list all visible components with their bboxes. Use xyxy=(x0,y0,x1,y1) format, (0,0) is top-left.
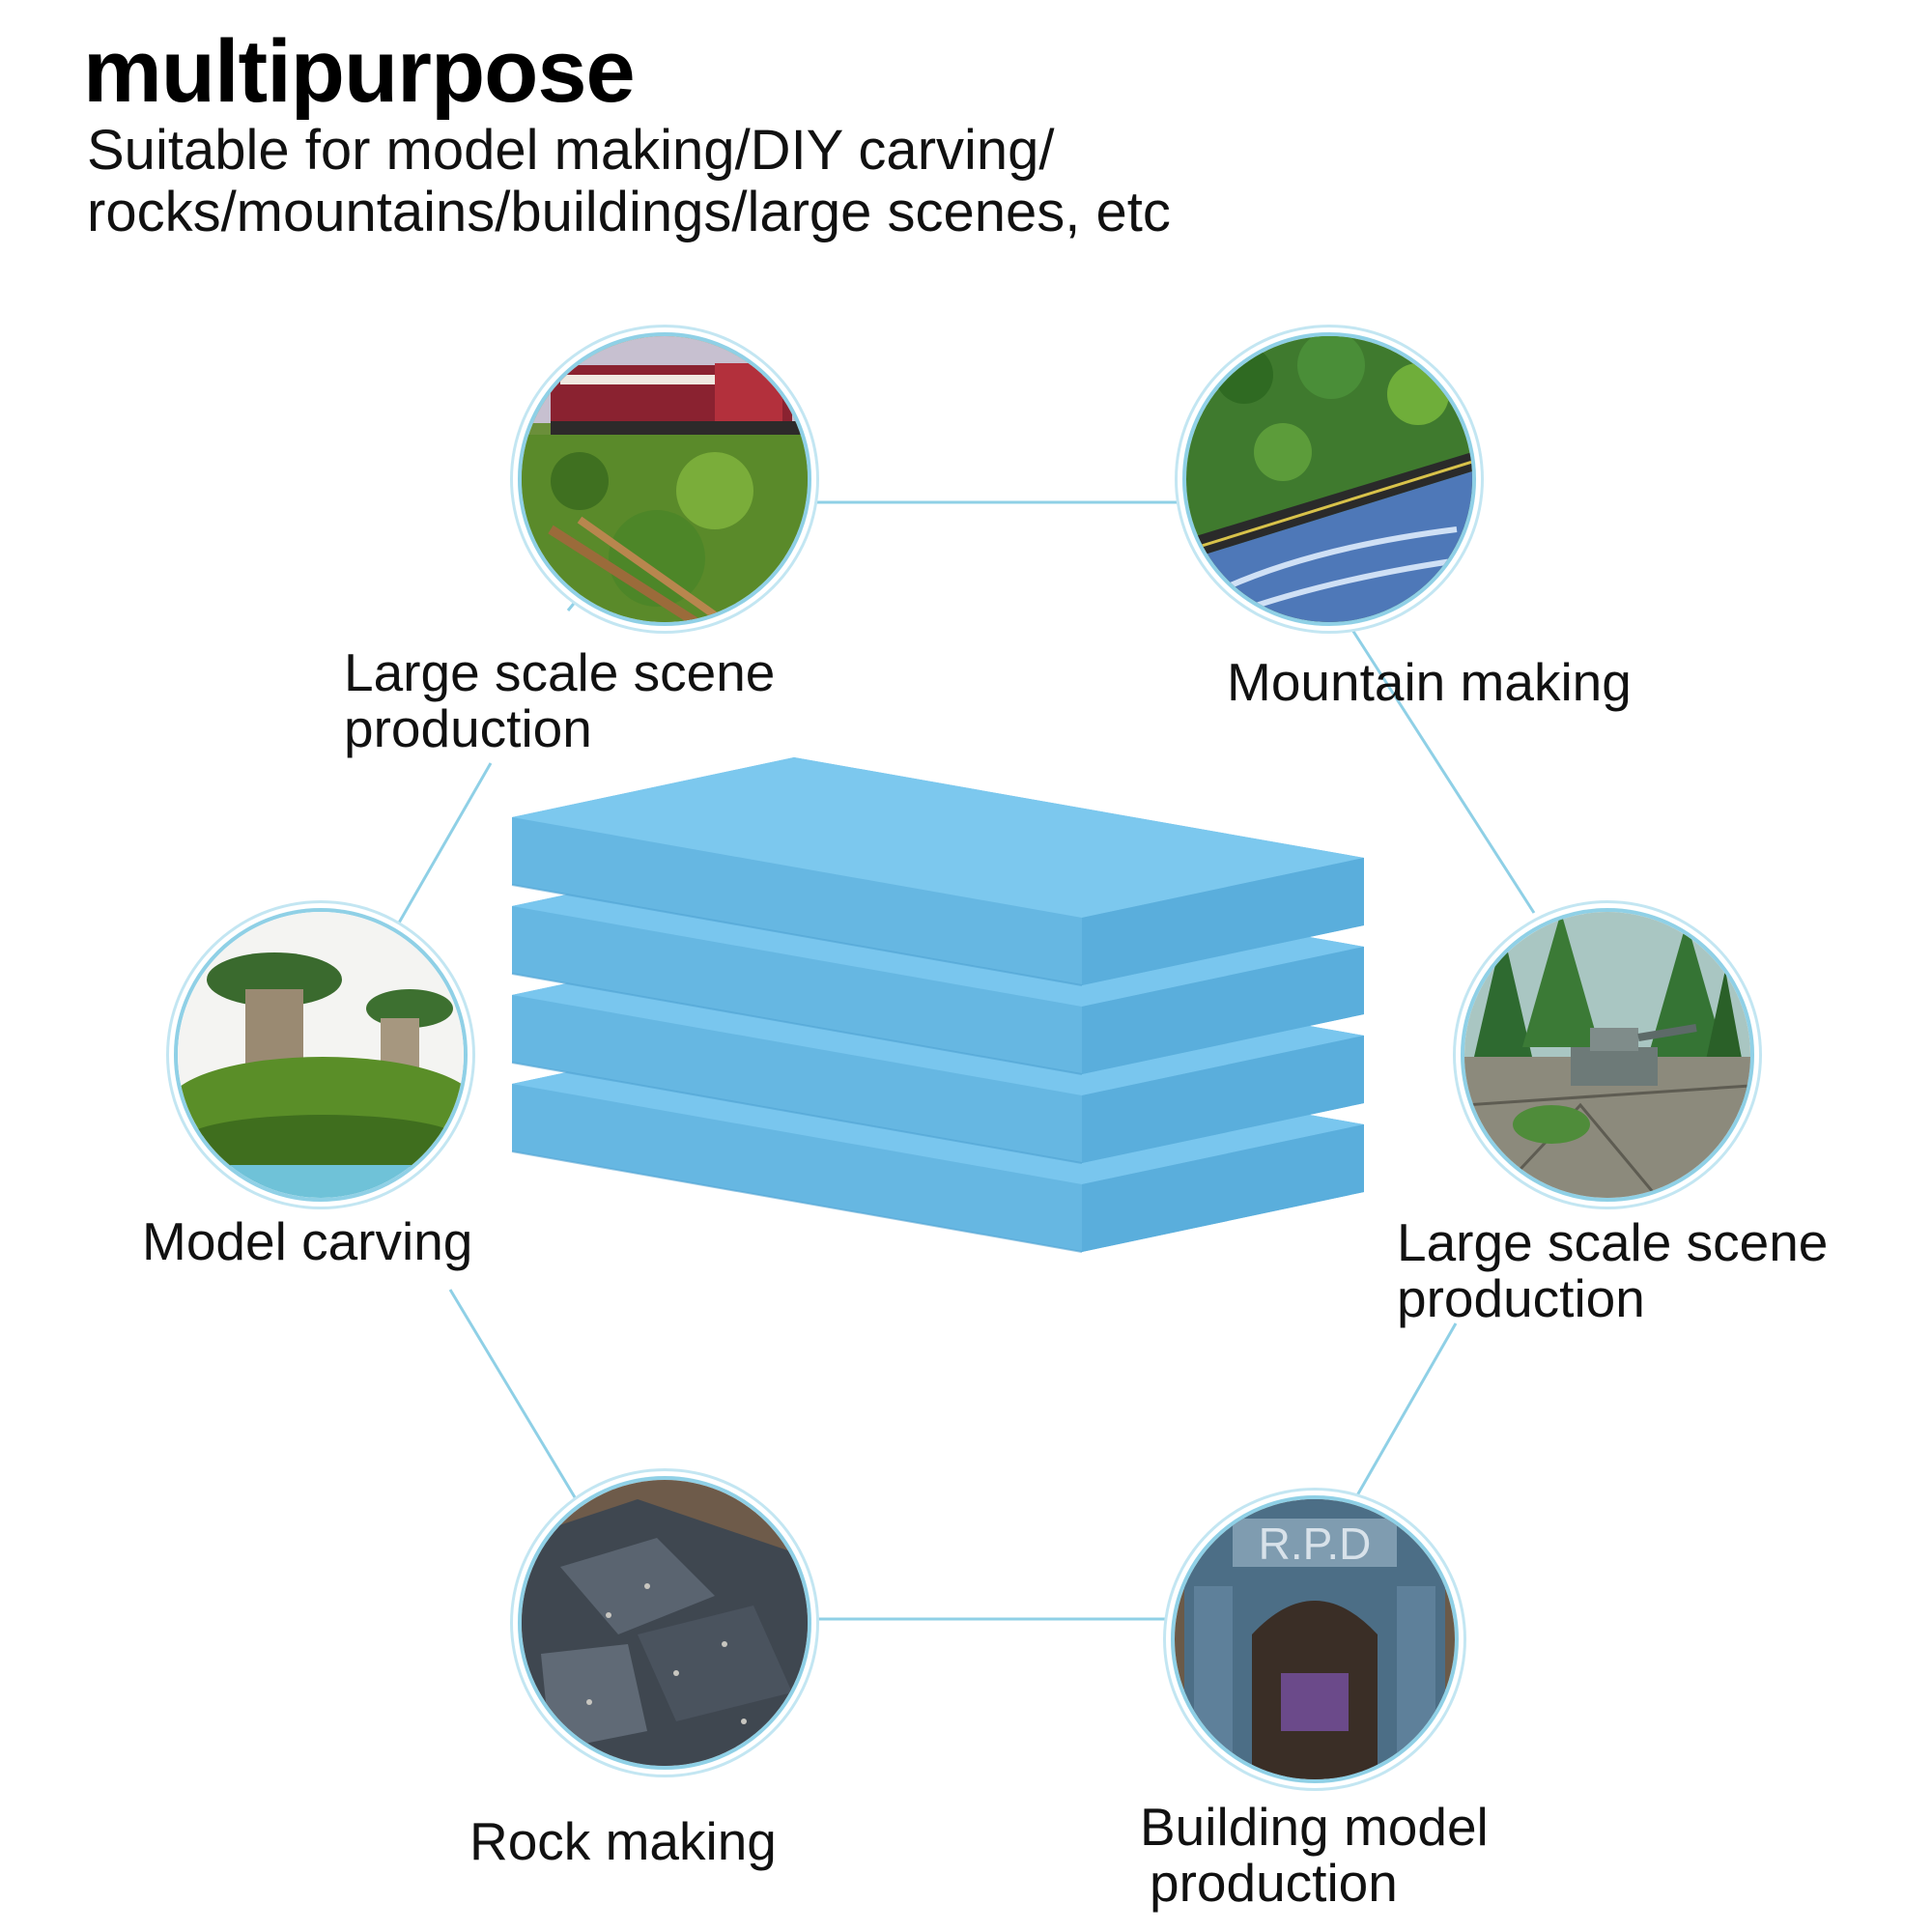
label-model-carving: Model carving xyxy=(142,1213,472,1269)
bonsai-rock-carving-photo xyxy=(174,908,468,1202)
tank-forest-diorama-photo xyxy=(1461,908,1754,1202)
label-line-1: Model carving xyxy=(142,1211,473,1271)
train-diorama-photo xyxy=(518,332,811,626)
label-line-1: Large scale scene xyxy=(344,642,776,702)
label-line-2: production xyxy=(344,698,592,758)
label-large-scale-scene-1: Large scale scene production xyxy=(344,644,775,756)
label-mountain-making: Mountain making xyxy=(1227,654,1632,710)
rock-terrain-photo xyxy=(518,1476,811,1770)
label-line-1: Large scale scene xyxy=(1397,1212,1829,1272)
label-large-scale-scene-2: Large scale scene production xyxy=(1397,1214,1828,1326)
svg-text:R.P.D: R.P.D xyxy=(1259,1519,1372,1569)
subtitle-line-2: rocks/mountains/buildings/large scenes, … xyxy=(87,181,1171,243)
label-line-2: production xyxy=(1397,1268,1645,1328)
mountain-road-diorama-photo xyxy=(1182,332,1476,626)
subtitle-line-1: Suitable for model making/DIY carving/ xyxy=(87,119,1055,182)
page-title: multipurpose xyxy=(83,22,636,121)
label-line-2: production xyxy=(1150,1853,1398,1913)
label-rock-making: Rock making xyxy=(469,1813,777,1869)
label-line-1: Building model xyxy=(1140,1797,1489,1857)
building-arch-model-photo: R.P.D xyxy=(1171,1495,1459,1783)
label-building-model: Building model production xyxy=(1140,1799,1489,1911)
label-line-1: Rock making xyxy=(469,1811,777,1871)
label-line-1: Mountain making xyxy=(1227,652,1632,712)
page-subtitle: Suitable for model making/DIY carving/ r… xyxy=(87,120,1171,243)
